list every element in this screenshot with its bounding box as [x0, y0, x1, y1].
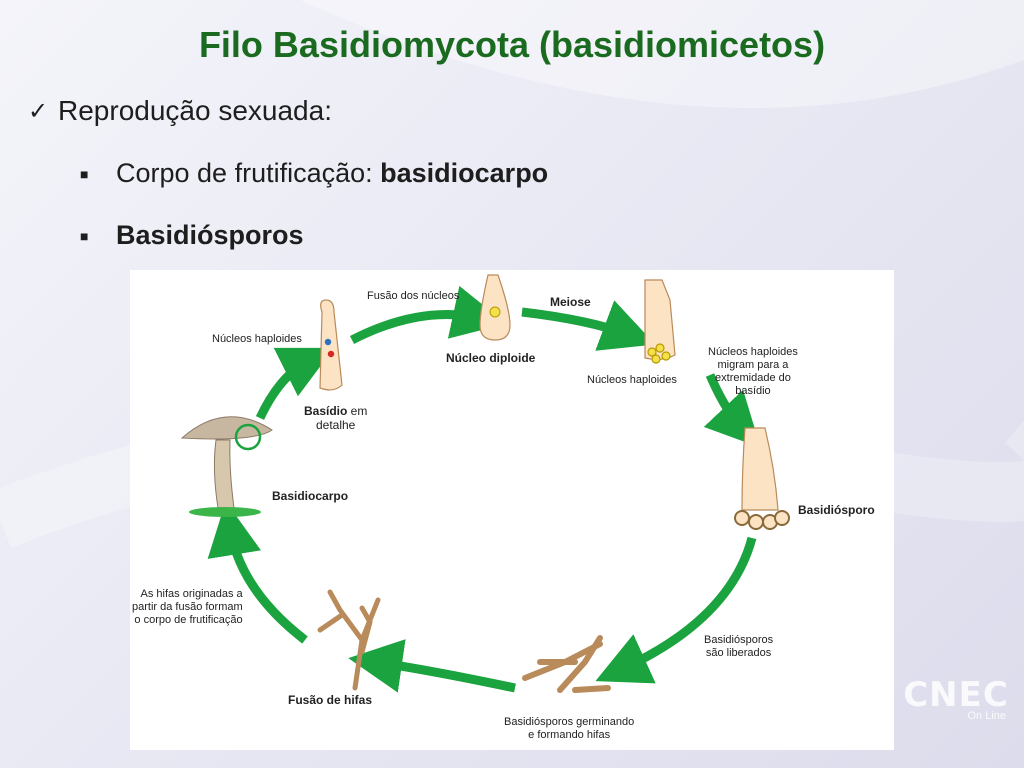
checkmark-icon: ✓: [28, 97, 49, 125]
label-fusao-nucleos: Fusão dos núcleos: [367, 290, 460, 302]
label-nucleo-diploide: Núcleo diploide: [446, 351, 536, 365]
label-nucleos-haploides-left: Núcleos haploides: [212, 333, 302, 345]
square-bullet-icon: ■: [80, 165, 89, 182]
mushroom-basidiocarp: [180, 416, 273, 517]
square-bullet-icon: ■: [80, 227, 89, 244]
diagram-artwork: [180, 274, 790, 693]
germinating-spores: [522, 635, 611, 693]
label-nucleos-migram: Núcleos haploides migram para a extremid…: [708, 346, 798, 397]
arrow-to-meiosis: [521, 300, 656, 351]
label-meiose: Meiose: [550, 295, 591, 309]
logo-main-text: CNEC: [903, 675, 1009, 715]
arrow-to-basidium: [255, 347, 335, 420]
arrow-to-migration: [703, 373, 761, 448]
life-cycle-diagram: Fusão dos núcleos Meiose Núcleos haploid…: [130, 270, 894, 750]
label-basidio-rest: em detalhe: [315, 404, 368, 432]
slide-title: Filo Basidiomycota (basidiomicetos): [198, 24, 826, 65]
label-basidiosporos-liberados: Basidiósporos são liberados: [704, 634, 774, 659]
label-fusao-hifas: Fusão de hifas: [288, 693, 373, 707]
bullet-bold-text: basidiocarpo: [380, 158, 549, 188]
bullet-bold-text: Basidiósporos: [116, 220, 304, 250]
label-basidio-bold: Basídio: [304, 404, 348, 418]
label-germinando: Basidiósporos germinando e formando hifa…: [504, 716, 635, 741]
bullet-text: Corpo de frutificação:: [116, 158, 381, 188]
bullet-corpo-frutificacao: ■ Corpo de frutificação: basidiocarpo: [80, 158, 548, 189]
label-hifas-originadas: As hifas originadas a partir da fusão fo…: [132, 588, 243, 626]
basidium-detail: [319, 299, 343, 391]
bullet-reproducao: ✓ Reprodução sexuada:: [28, 95, 332, 127]
arrow-to-release: [595, 536, 757, 684]
label-basidiosporo: Basidiósporo: [798, 503, 875, 517]
label-basidiocarpo: Basidiocarpo: [272, 489, 349, 503]
diploid-basidium: [479, 274, 511, 341]
arrow-to-diploid: [349, 285, 507, 345]
meiosis-basidium: [644, 279, 676, 364]
bullet-text: Reprodução sexuada:: [58, 95, 332, 126]
spore-basidium: [734, 427, 790, 530]
label-basidio-detalhe: Basídio em detalhe: [304, 390, 367, 432]
logo-sub-text: On Line: [967, 710, 1006, 722]
cnec-logo: CNEC On Line: [896, 678, 1016, 728]
arrow-to-basidiocarp: [207, 501, 308, 644]
label-nucleos-haploides-mid: Núcleos haploides: [587, 374, 677, 386]
arrow-to-hyphae-fusion: [348, 639, 516, 693]
bullet-basidiosporos: ■ Basidiósporos: [80, 220, 304, 251]
hyphae-fusion: [317, 589, 381, 691]
